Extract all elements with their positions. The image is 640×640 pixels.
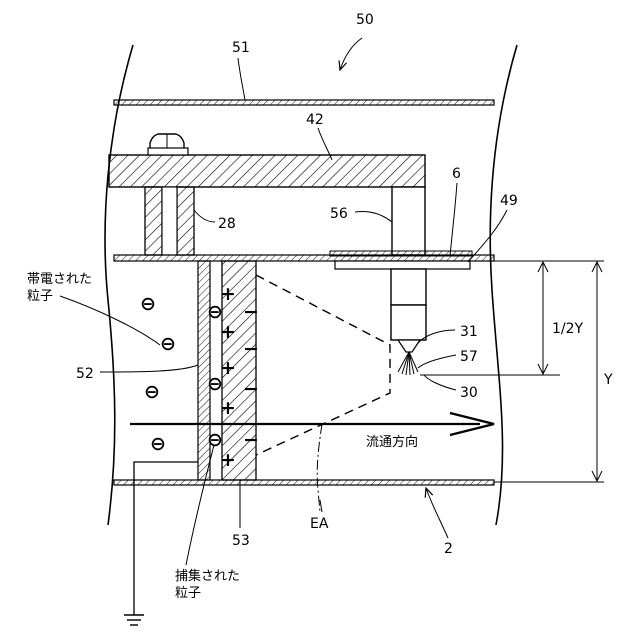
negative-particle-icon: ⊖ <box>140 293 156 315</box>
minus-charge: − <box>243 301 259 323</box>
plus-charge: + <box>220 397 236 419</box>
negative-particle-icon: ⊖ <box>160 333 176 355</box>
post-right <box>177 187 194 255</box>
nozzle-body <box>391 269 426 305</box>
plus-charge: + <box>220 283 236 305</box>
leader-57 <box>418 355 456 368</box>
captured-particle-label-2: 粒子 <box>175 586 201 601</box>
label-bracket: 42 <box>306 112 324 128</box>
captured-particle-icon: ⊖ <box>207 429 223 451</box>
bracket-stem <box>392 187 425 255</box>
label-post: 28 <box>218 216 236 232</box>
flow-direction-label: 流通方向 <box>366 434 418 450</box>
label-air: EA <box>310 516 329 532</box>
bolt-shaft <box>162 187 177 255</box>
leader-51 <box>238 58 245 100</box>
right-break-line <box>490 45 517 525</box>
plus-charge: + <box>220 357 236 379</box>
field-region-outline <box>256 275 390 455</box>
ground-icon <box>124 615 144 625</box>
label-device: 50 <box>356 12 374 28</box>
captured-particle-label-1: 捕集された <box>175 568 240 584</box>
minus-charge: − <box>243 338 259 360</box>
minus-charge: − <box>243 378 259 400</box>
left-break-line <box>105 45 133 525</box>
spray-fibers <box>398 352 418 375</box>
label-height: Y <box>603 372 613 388</box>
label-nozzle: 30 <box>460 385 478 401</box>
bolt-washer <box>148 148 188 155</box>
leader-30 <box>424 375 456 390</box>
bottom-wall <box>114 480 494 485</box>
negative-particle-icon: ⊖ <box>150 433 166 455</box>
ea-line <box>317 424 322 512</box>
label-bottom-wall: 2 <box>444 541 453 557</box>
charged-particle-label-2: 粒子 <box>27 289 53 304</box>
label-half-height: 1/2Y <box>552 321 584 337</box>
label-stem: 56 <box>330 206 348 222</box>
leader-28 <box>194 210 215 222</box>
nozzle-lower <box>391 305 426 340</box>
plus-charge: + <box>220 321 236 343</box>
leader-49 <box>468 210 507 262</box>
label-holder: 49 <box>500 193 518 209</box>
leader-2 <box>426 488 448 538</box>
label-tip: 31 <box>460 324 478 340</box>
leader-50 <box>340 38 362 70</box>
plus-charge: + <box>220 449 236 471</box>
label-electrode: 53 <box>232 533 250 549</box>
holder <box>335 261 470 269</box>
post-left <box>145 187 162 255</box>
bracket-arm <box>109 155 425 187</box>
nozzle-tip <box>398 340 420 352</box>
leader-6 <box>450 183 457 256</box>
label-collector: 52 <box>76 366 94 382</box>
minus-charge: − <box>243 429 259 451</box>
label-top-wall: 51 <box>232 40 250 56</box>
label-plate: 6 <box>452 166 461 182</box>
leader-52 <box>100 365 198 372</box>
leader-56 <box>355 211 392 222</box>
charged-particle-label-1: 帯電された <box>27 272 92 287</box>
top-wall <box>114 100 494 105</box>
negative-particle-icon: ⊖ <box>144 381 160 403</box>
label-spray: 57 <box>460 349 478 365</box>
